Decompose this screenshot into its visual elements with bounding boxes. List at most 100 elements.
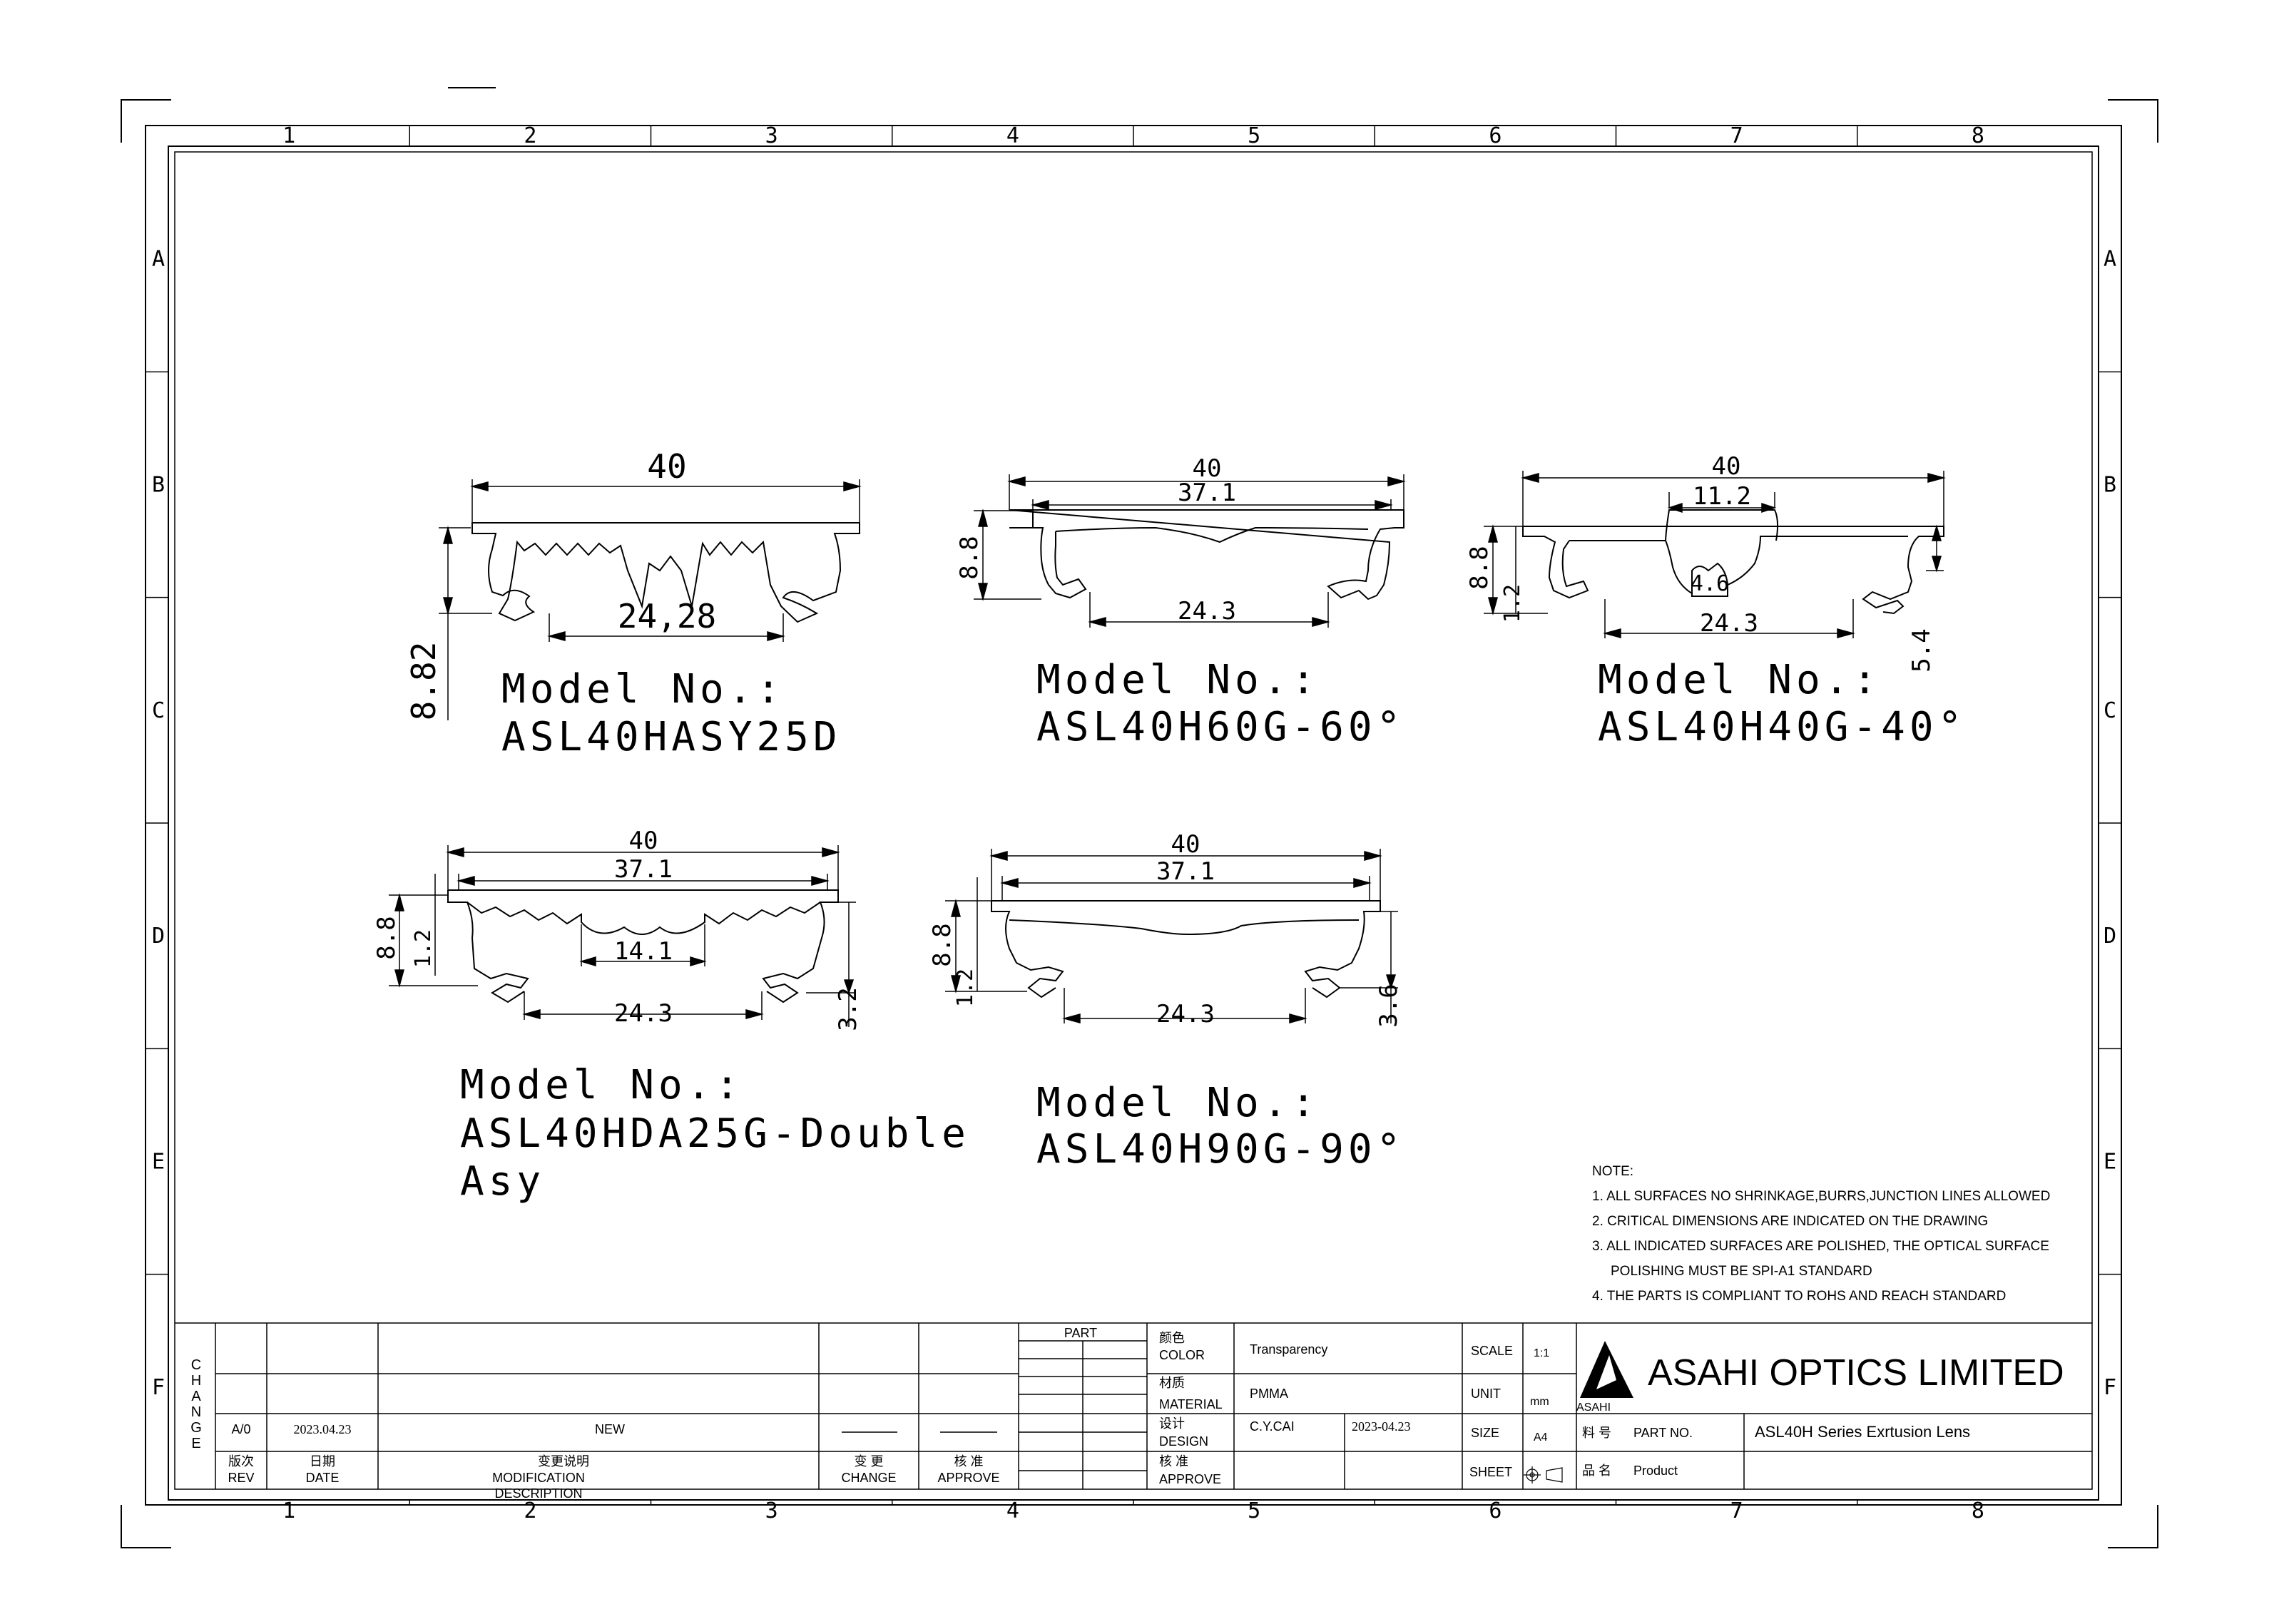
material-cn: 材质 (1159, 1376, 1185, 1390)
grid-row-label: E (2104, 1150, 2116, 1175)
design-en: DESIGN (1159, 1434, 1208, 1449)
grid-row-label: E (152, 1150, 165, 1175)
profile-asl40h60g (1009, 509, 1404, 601)
grid-column-label: 4 (1006, 123, 1019, 148)
model-5-label: Model No.: (1036, 1080, 1320, 1126)
dim-3-side: 5.4 (1907, 628, 1936, 672)
date-cn: 日期 (310, 1454, 335, 1469)
dim-4-inner: 24.3 (614, 999, 673, 1028)
note-3: 3. ALL INDICATED SURFACES ARE POLISHED, … (1592, 1239, 2049, 1254)
grid-column-label: 5 (1248, 123, 1260, 148)
dim-3-gap: 4.6 (1691, 571, 1729, 596)
profile-asl40hda25g (447, 889, 839, 1003)
svg-text:ASAHI: ASAHI (1576, 1401, 1611, 1414)
appr-en: APPROVE (937, 1471, 999, 1485)
dim-2-inner: 24.3 (1178, 597, 1236, 625)
dimensions-asl40h60g (974, 474, 1406, 628)
asahi-logo-icon: ASAHI (1576, 1341, 1633, 1414)
dim-2-face: 37.1 (1178, 479, 1236, 507)
grid-column-label: 2 (524, 123, 536, 148)
corner-marks (121, 87, 2158, 1548)
dim-1-width: 40 (647, 447, 686, 486)
dim-1-inner: 24,28 (618, 597, 716, 635)
grid-column-label: 5 (1248, 1498, 1260, 1523)
profile-asl40h40g (1522, 509, 1944, 615)
note-1: 1. ALL SURFACES NO SHRINKAGE,BURRS,JUNCT… (1592, 1189, 2050, 1204)
model-1-name: ASL40HASY25D (501, 714, 842, 760)
grid-column-label: 3 (765, 123, 778, 148)
dim-5-face: 37.1 (1156, 857, 1215, 886)
grid-column-label: 7 (1730, 1498, 1743, 1523)
product-cn: 品 名 (1582, 1464, 1611, 1478)
company-name: ASAHI OPTICS LIMITED (1648, 1352, 2064, 1394)
grid-row-label: C (152, 698, 165, 723)
date-en: DATE (306, 1471, 340, 1485)
partno-cn: 料 号 (1582, 1426, 1611, 1440)
dim-3-height: 8.8 (1465, 546, 1494, 589)
note-4: 4. THE PARTS IS COMPLIANT TO ROHS AND RE… (1592, 1289, 2006, 1304)
dim-2-width: 40 (1193, 454, 1222, 483)
grid-column-label: 8 (1972, 1498, 1984, 1523)
dim-3-lens: 11.2 (1693, 482, 1751, 511)
date-value: 2023.04.23 (294, 1422, 352, 1436)
grid-row-label: B (2104, 473, 2116, 498)
chg-en: CHANGE (841, 1471, 896, 1485)
grid-column-label: 8 (1972, 123, 1984, 148)
grid-column-label: 6 (1489, 123, 1502, 148)
product-en: Product (1633, 1464, 1678, 1478)
grid-column-label: 3 (765, 1498, 778, 1523)
approve-en: APPROVE (1159, 1472, 1221, 1486)
dim-3-width: 40 (1712, 452, 1741, 481)
model-1-label: Model No.: (501, 666, 785, 713)
profile-asl40h90g (991, 900, 1381, 999)
material-value: PMMA (1250, 1386, 1288, 1401)
scale-value: 1:1 (1534, 1347, 1549, 1359)
grid-row-label: F (2104, 1375, 2116, 1400)
size-label: SIZE (1471, 1426, 1499, 1440)
model-4-name: ASL40HDA25G-Double (460, 1110, 970, 1157)
grid-row-label: C (2104, 698, 2116, 723)
rev-cn: 版次 (228, 1454, 254, 1469)
dim-3-thick: 1.2 (1500, 584, 1525, 623)
dim-5-inner: 24.3 (1156, 1000, 1215, 1028)
grid-row-label: A (152, 247, 165, 272)
dimensions-asl40hda25g (389, 845, 856, 1027)
grid-column-label: 7 (1730, 123, 1743, 148)
rev-en: REV (228, 1471, 254, 1485)
color-value: Transparency (1250, 1342, 1327, 1357)
model-2-label: Model No.: (1036, 657, 1320, 703)
partno-value: ASL40H Series Exrtusion Lens (1755, 1423, 1970, 1441)
rev-value: A/0 (231, 1422, 250, 1436)
design-value: C.Y.CAI (1250, 1419, 1295, 1434)
size-value: A4 (1534, 1431, 1548, 1444)
approve-cn: 核 准 (1159, 1454, 1188, 1469)
unit-label: UNIT (1471, 1386, 1501, 1401)
model-labels: Model No.: ASL40HASY25D Model No.: ASL40… (460, 657, 1966, 1205)
notes-title: NOTE: (1592, 1164, 1633, 1179)
material-en: MATERIAL (1159, 1397, 1223, 1411)
projection-symbol-icon (1524, 1466, 1563, 1483)
model-3-name: ASL40H40G-40° (1598, 704, 1966, 750)
dim-5-side: 3.6 (1375, 984, 1403, 1027)
dim-5-thick: 1.2 (953, 969, 978, 1007)
model-4-name-line2: Asy (460, 1158, 545, 1205)
grid-column-label: 1 (282, 1498, 295, 1523)
grid-row-label: F (152, 1375, 165, 1400)
note-3-cont: POLISHING MUST BE SPI-A1 STANDARD (1611, 1264, 1872, 1279)
model-3-label: Model No.: (1598, 657, 1881, 703)
color-cn: 颜色 (1159, 1331, 1185, 1345)
dimensions-asl40hasy25d (439, 479, 862, 720)
partno-en: PART NO. (1633, 1426, 1693, 1440)
dim-4-height: 8.8 (372, 916, 401, 959)
notes: NOTE: 1. ALL SURFACES NO SHRINKAGE,BURRS… (1592, 1164, 2050, 1304)
dim-4-side: 3.2 (834, 987, 862, 1031)
dim-4-thick: 1.2 (411, 929, 436, 968)
dim-4-width: 40 (629, 827, 658, 855)
note-2: 2. CRITICAL DIMENSIONS ARE INDICATED ON … (1592, 1214, 1988, 1229)
design-date: 2023-04.23 (1352, 1419, 1411, 1434)
dim-3-inner: 24.3 (1700, 609, 1758, 638)
design-cn: 设计 (1159, 1416, 1185, 1431)
